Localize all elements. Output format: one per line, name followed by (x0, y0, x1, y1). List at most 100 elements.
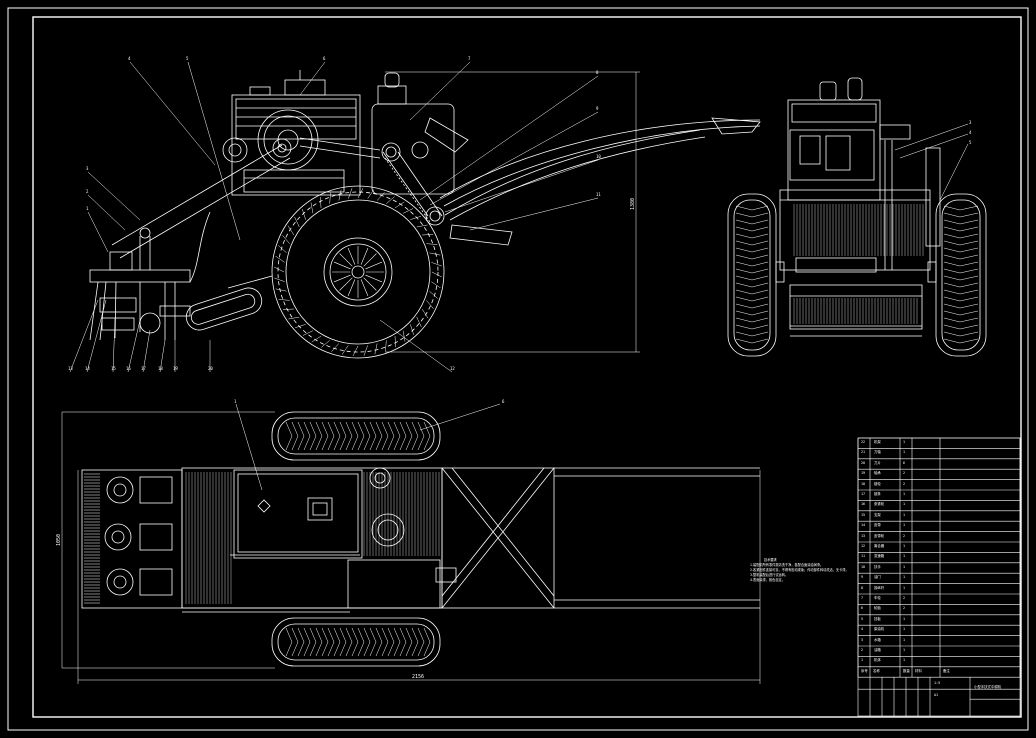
tire-tread (369, 421, 377, 437)
side-view-spokes (332, 246, 384, 298)
bom-cell-qty: 1 (903, 627, 906, 632)
tire-tread (735, 219, 753, 225)
tire-tread (735, 261, 753, 267)
callout-number: 1 (86, 206, 89, 211)
tire-tread (943, 303, 961, 309)
tire-tread (282, 308, 294, 310)
tire-tread (399, 435, 407, 451)
tire-tread (735, 317, 753, 323)
callout-leader (127, 319, 141, 373)
tire-tread (943, 324, 961, 330)
callout-leader (429, 111, 599, 206)
tire-tread (338, 189, 342, 201)
tire-tread (959, 240, 979, 246)
tire-tread (751, 219, 769, 225)
bom-cell-qty: 1 (903, 585, 906, 590)
tire-tread (303, 641, 311, 657)
tire-tread (735, 205, 753, 211)
tire-tread (393, 421, 401, 437)
technical-notes: 技术要求 1.装配前所有零件需清洗干净，各配合面涂油润滑。 2.各紧固件连接可靠… (750, 558, 860, 583)
callout-leader (87, 171, 141, 221)
callout-leader (187, 61, 241, 241)
tire-tread (363, 345, 368, 356)
tire-tread (387, 627, 395, 643)
wheel-spoke (363, 253, 377, 267)
tire-tread (943, 275, 961, 281)
tire-tread (339, 641, 347, 657)
bom-cell-number: 19 (861, 471, 866, 476)
bom-cell-name: 链轮 (874, 481, 881, 486)
tire-tread (735, 310, 753, 316)
bom-cell-qty: 1 (903, 523, 906, 528)
tire-tread (375, 435, 383, 451)
tire-tread (363, 421, 371, 437)
tire-tread (311, 335, 322, 343)
callout-number: 3 (969, 120, 972, 125)
tire-tread (405, 435, 413, 451)
callout-leader (409, 61, 471, 121)
tire-tread (959, 254, 979, 260)
tire-tread (297, 435, 305, 451)
bom-cell-name: 机体 (874, 658, 881, 663)
tire-tread (309, 627, 317, 643)
tire-tread (345, 641, 353, 657)
tire-tread (943, 296, 961, 302)
bom-cell-qty: 1 (903, 616, 906, 621)
tire-tread (375, 421, 383, 437)
tire-tread (405, 627, 413, 643)
wheel-spoke (333, 274, 351, 283)
tire-tread (751, 226, 769, 232)
callout-number: 4 (969, 130, 972, 135)
tire-tread (394, 201, 405, 209)
tire-tread (431, 271, 442, 278)
tire-tread (320, 196, 322, 208)
tire-tread (735, 324, 753, 330)
bom-cell-name: 皮带 (874, 523, 881, 528)
tire-tread (943, 233, 961, 239)
tire-tread (959, 331, 979, 337)
tire-tread (959, 247, 979, 253)
tire-tread (751, 233, 769, 239)
tire-tread (369, 641, 377, 657)
tire-tread (321, 435, 329, 451)
bom-cell-name: 链条 (874, 492, 881, 496)
bom-cell-qty: 2 (903, 596, 906, 600)
tire-tread (943, 289, 961, 295)
tire-tread (959, 310, 979, 316)
bom-cell-name: 水箱 (874, 637, 881, 642)
bom-cell-qty: 1 (903, 637, 906, 642)
tire-tread (423, 421, 431, 437)
tire-tread (735, 268, 753, 274)
callout-leader (939, 143, 969, 201)
callout-number: 14 (85, 366, 90, 371)
callout-number: 5 (186, 56, 189, 61)
tire-tread (288, 316, 300, 320)
bom-header-cell: 备注 (943, 668, 950, 673)
bom-cell-name: 离合器 (874, 544, 885, 548)
callout-number: 16 (126, 366, 131, 371)
tire-tread (959, 282, 979, 288)
tire-tread (341, 345, 349, 355)
callout-number: 19 (173, 366, 178, 371)
tire-tread (297, 421, 305, 437)
tire-tread (285, 641, 293, 657)
tire-tread (275, 255, 285, 263)
wheel-spoke (347, 247, 356, 265)
wheel-spoke (360, 279, 369, 297)
tire-tread (297, 641, 305, 657)
callout-number: 6 (323, 56, 326, 61)
tire-tread (411, 421, 419, 437)
bom-cell-name: 张紧轮 (874, 502, 885, 507)
tire-tread (274, 277, 285, 282)
bom-header-cell: 序号 (861, 668, 868, 673)
bom-cell-name: 挡板 (874, 616, 881, 621)
tire-tread (327, 641, 335, 657)
bom-cell-qty: 2 (903, 606, 906, 611)
bom-cell-qty: 2 (903, 481, 906, 486)
bom-cell-name: 刀轴 (874, 450, 881, 455)
tire-tread (302, 330, 314, 336)
bom-cell-number: 17 (861, 492, 866, 496)
tire-tread (417, 421, 425, 437)
tire-tread (363, 641, 371, 657)
